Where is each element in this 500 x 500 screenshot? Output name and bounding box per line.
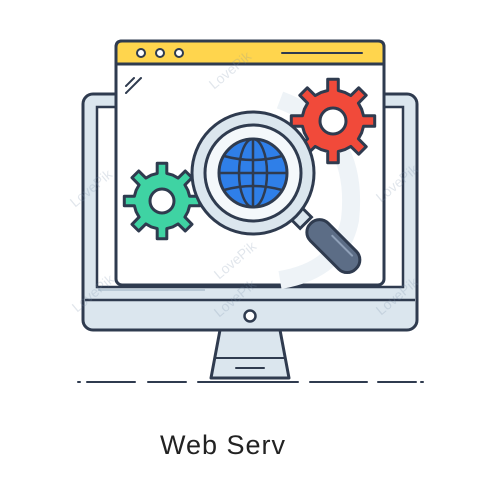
gear-hole: [148, 187, 176, 215]
red-gear-icon: [289, 77, 377, 165]
gear-hole: [318, 106, 348, 136]
green-gear-icon: [122, 161, 202, 241]
globe-icon: [217, 137, 289, 209]
monitor-stand: [209, 328, 291, 380]
caption-text: Web Serv: [160, 430, 287, 460]
